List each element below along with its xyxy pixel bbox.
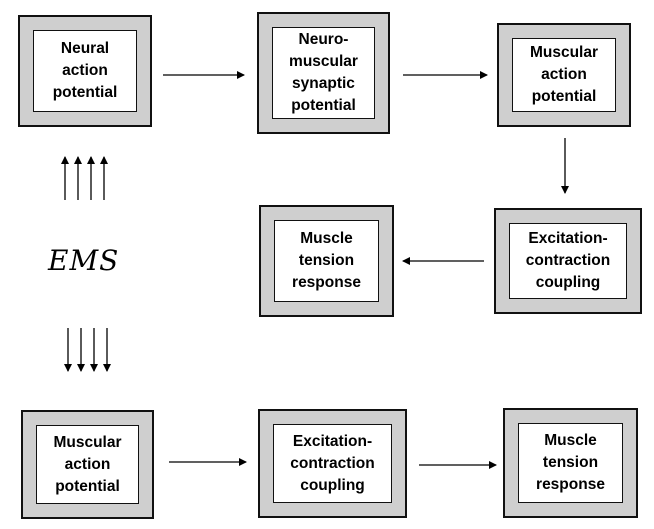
ems-label: EMS bbox=[48, 244, 120, 277]
neural-action-potential-label: Neural action potential bbox=[52, 40, 118, 101]
neural-action-potential-box: Neural action potential bbox=[18, 15, 152, 127]
excitation-contraction-coupling-top-label: Excitation- contraction coupling bbox=[525, 230, 611, 291]
muscle-tension-response-bottom-box: Muscle tension response bbox=[503, 408, 638, 518]
muscle-tension-response-bottom-inner: Muscle tension response bbox=[518, 423, 623, 503]
excitation-contraction-coupling-bottom-label: Excitation- contraction coupling bbox=[290, 432, 375, 494]
neuromuscular-synaptic-potential-inner: Neuro- muscular synaptic potential bbox=[272, 27, 375, 119]
muscle-tension-response-bottom-label: Muscle tension response bbox=[536, 432, 605, 493]
muscular-action-potential-bottom-box: Muscular action potential bbox=[21, 410, 154, 519]
muscular-action-potential-top-inner: Muscular action potential bbox=[512, 38, 616, 112]
muscular-action-potential-bottom-label: Muscular action potential bbox=[53, 433, 122, 495]
excitation-contraction-coupling-bottom-inner: Excitation- contraction coupling bbox=[273, 424, 392, 503]
muscle-tension-response-top-box: Muscle tension response bbox=[259, 205, 394, 317]
muscular-action-potential-top-label: Muscular action potential bbox=[529, 44, 599, 105]
neuromuscular-synaptic-potential-box: Neuro- muscular synaptic potential bbox=[257, 12, 390, 134]
neuromuscular-synaptic-potential-label: Neuro- muscular synaptic potential bbox=[289, 31, 358, 114]
muscular-action-potential-top-box: Muscular action potential bbox=[497, 23, 631, 127]
muscular-action-potential-bottom-inner: Muscular action potential bbox=[36, 425, 139, 504]
neural-action-potential-inner: Neural action potential bbox=[33, 30, 137, 112]
excitation-contraction-coupling-top-inner: Excitation- contraction coupling bbox=[509, 223, 627, 299]
muscle-tension-response-top-label: Muscle tension response bbox=[292, 230, 361, 291]
ems-up-arrows bbox=[61, 156, 108, 200]
excitation-contraction-coupling-bottom-box: Excitation- contraction coupling bbox=[258, 409, 407, 518]
muscle-tension-response-top-inner: Muscle tension response bbox=[274, 220, 379, 302]
ems-down-arrows bbox=[64, 328, 111, 372]
excitation-contraction-coupling-top-box: Excitation- contraction coupling bbox=[494, 208, 642, 314]
